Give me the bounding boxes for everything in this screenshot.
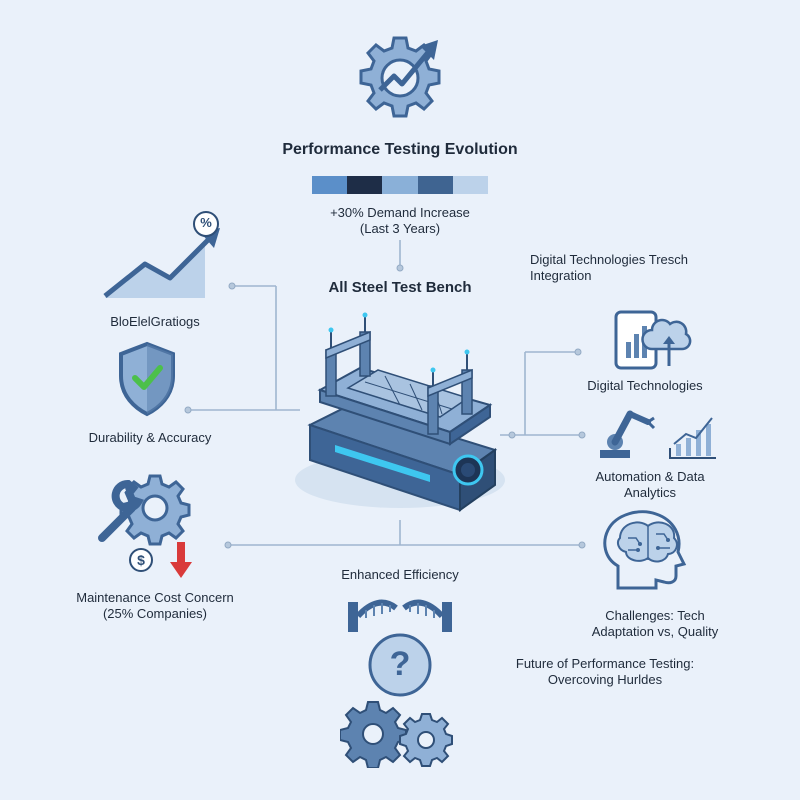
color-legend-bar <box>312 176 489 194</box>
integration-text: Digital Technologies Tresch Integration <box>530 252 750 285</box>
down-arrow-icon <box>170 542 192 578</box>
demand-increase-text: +30% Demand Increase (Last 3 Years) <box>290 205 510 238</box>
demand-line-2: (Last 3 Years) <box>359 221 441 237</box>
future-text: Future of Performance Testing: Overcovin… <box>480 656 730 689</box>
growth-label: BloElelGratiogs <box>110 314 200 329</box>
maintenance-text: Maintenance Cost Concern (25% Companies) <box>40 590 270 623</box>
legend-swatch <box>452 176 489 194</box>
center-label: All Steel Test Bench <box>328 279 472 296</box>
gears-icon <box>340 701 453 768</box>
digital-tech-label: Digital Technologies <box>587 378 703 393</box>
maintenance-line-2: (25% Companies) <box>102 606 208 622</box>
challenges-line-1: Challenges: Tech <box>605 608 705 623</box>
question-glyph: ? <box>389 645 411 683</box>
maintenance-line-1: Maintenance Cost Concern <box>76 590 234 605</box>
question-circle-icon <box>368 633 432 697</box>
brain-head-icon <box>603 510 687 590</box>
legend-swatch <box>312 176 348 194</box>
growth-chart-icon <box>103 211 220 298</box>
legend-swatch <box>347 176 383 194</box>
challenges-line-2: Adaptation vs, Quality <box>591 624 719 640</box>
gear-trend-icon <box>359 36 441 118</box>
future-line-1: Future of Performance Testing: <box>515 656 695 671</box>
tablet-cloud-icon <box>614 310 692 370</box>
legend-swatch <box>382 176 418 194</box>
wrench-gear-icon <box>98 474 191 546</box>
automation-text: Automation & Data Analytics <box>570 469 730 502</box>
dollar-circle-icon <box>129 548 153 572</box>
percent-badge: % <box>200 215 212 230</box>
shield-check-icon <box>119 341 175 417</box>
automation-line-1: Automation & Data <box>595 469 705 484</box>
page-title: Performance Testing Evolution <box>282 141 518 158</box>
demand-line-1: +30% Demand Increase <box>330 205 470 220</box>
test-bench-illustration <box>295 312 505 512</box>
automation-line-2: Analytics <box>623 485 677 501</box>
durability-label: Durability & Accuracy <box>88 430 212 445</box>
challenges-text: Challenges: Tech Adaptation vs, Quality <box>560 608 750 641</box>
efficiency-label: Enhanced Efficiency <box>341 567 459 582</box>
integration-line-1: Digital Technologies Tresch <box>530 252 689 267</box>
integration-line-2: Integration <box>530 268 592 284</box>
dollar-badge: $ <box>137 552 145 568</box>
bridge-icon <box>348 599 452 632</box>
future-line-2: Overcoving Hurldes <box>547 672 663 688</box>
legend-swatch <box>417 176 453 194</box>
robot-arm-chart-icon <box>600 410 716 459</box>
